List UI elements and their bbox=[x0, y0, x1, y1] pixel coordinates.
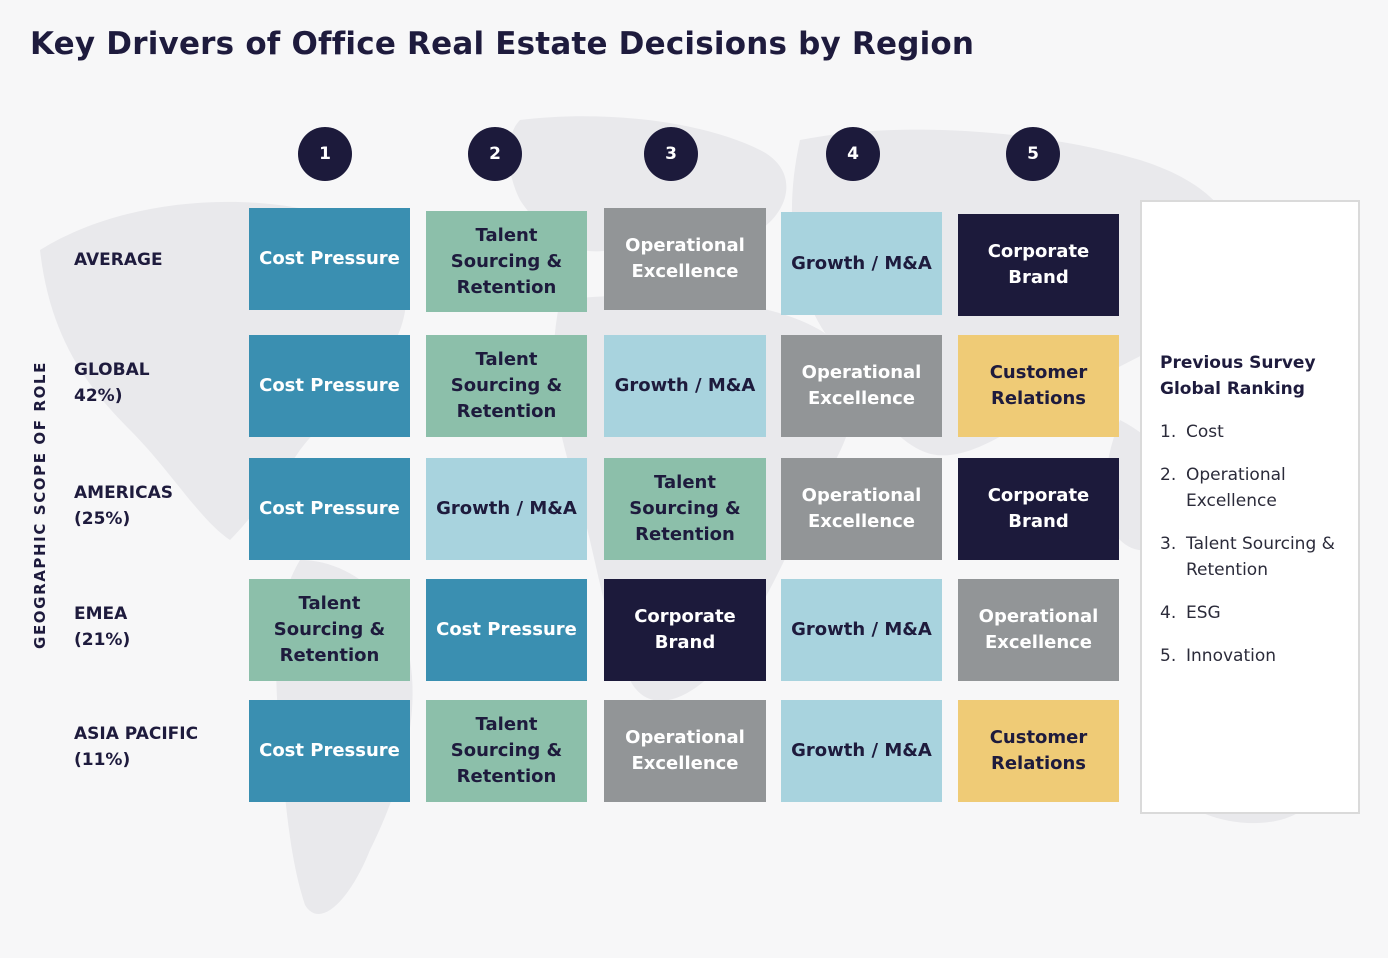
driver-cell: Corporate Brand bbox=[604, 579, 766, 681]
driver-cell: Growth / M&A bbox=[781, 700, 942, 802]
ranking-number: 1. bbox=[1160, 422, 1177, 442]
driver-cell: Cost Pressure bbox=[249, 700, 410, 802]
ranking-number: 2. bbox=[1160, 465, 1177, 485]
row-label-line1: GLOBAL bbox=[74, 360, 150, 380]
previous-ranking-item: 3. Talent Sourcing & Retention bbox=[1160, 531, 1356, 583]
driver-cell: Operational Excellence bbox=[781, 335, 942, 437]
rank-circle-3: 3 bbox=[644, 127, 698, 181]
row-label-emea: EMEA (21%) bbox=[74, 601, 130, 653]
row-label-americas: AMERICAS (25%) bbox=[74, 480, 173, 532]
row-label-line1: AVERAGE bbox=[74, 250, 163, 270]
previous-ranking-item: 4. ESG bbox=[1160, 600, 1356, 626]
row-label-line1: EMEA bbox=[74, 604, 128, 624]
driver-cell: Growth / M&A bbox=[781, 212, 942, 315]
driver-cell: Operational Excellence bbox=[781, 458, 942, 560]
previous-survey-panel: Previous Survey Global Ranking 1. Cost 2… bbox=[1140, 200, 1360, 814]
ranking-number: 5. bbox=[1160, 646, 1177, 666]
rank-circle-5: 5 bbox=[1006, 127, 1060, 181]
row-label-line2: (11%) bbox=[74, 750, 131, 770]
axis-label-geographic-scope: GEOGRAPHIC SCOPE OF ROLE bbox=[31, 361, 49, 649]
row-label-average: AVERAGE bbox=[74, 247, 163, 273]
driver-cell: Operational Excellence bbox=[604, 208, 766, 310]
row-label-line2: (25%) bbox=[74, 509, 131, 529]
driver-cell: Growth / M&A bbox=[781, 579, 942, 681]
ranking-text: Operational Excellence bbox=[1186, 465, 1286, 511]
driver-cell: Talent Sourcing & Retention bbox=[426, 700, 587, 802]
driver-cell: Customer Relations bbox=[958, 700, 1119, 802]
driver-cell: Growth / M&A bbox=[604, 335, 766, 437]
rank-circle-4: 4 bbox=[826, 127, 880, 181]
driver-cell: Talent Sourcing & Retention bbox=[604, 458, 766, 560]
previous-ranking-item: 5. Innovation bbox=[1160, 643, 1356, 669]
driver-cell: Operational Excellence bbox=[604, 700, 766, 802]
row-label-line2: 42%) bbox=[74, 386, 123, 406]
ranking-number: 3. bbox=[1160, 534, 1177, 554]
ranking-text: Cost bbox=[1186, 422, 1224, 442]
previous-survey-title: Previous Survey Global Ranking bbox=[1160, 353, 1316, 399]
ranking-number: 4. bbox=[1160, 603, 1177, 623]
driver-cell: Customer Relations bbox=[958, 335, 1119, 437]
driver-cell: Cost Pressure bbox=[249, 208, 410, 310]
page-title: Key Drivers of Office Real Estate Decisi… bbox=[30, 26, 975, 62]
driver-cell: Cost Pressure bbox=[249, 335, 410, 437]
driver-cell: Cost Pressure bbox=[249, 458, 410, 560]
rank-circle-2: 2 bbox=[468, 127, 522, 181]
rank-circle-1: 1 bbox=[298, 127, 352, 181]
ranking-text: Talent Sourcing & Retention bbox=[1186, 534, 1335, 580]
previous-ranking-item: 1. Cost bbox=[1160, 419, 1356, 445]
driver-cell: Corporate Brand bbox=[958, 458, 1119, 560]
row-label-global: GLOBAL 42%) bbox=[74, 357, 150, 409]
driver-cell: Talent Sourcing & Retention bbox=[249, 579, 410, 681]
ranking-text: ESG bbox=[1186, 603, 1221, 623]
row-label-asia-pacific: ASIA PACIFIC (11%) bbox=[74, 721, 198, 773]
driver-cell: Growth / M&A bbox=[426, 458, 587, 560]
row-label-line1: AMERICAS bbox=[74, 483, 173, 503]
previous-ranking-item: 2. Operational Excellence bbox=[1160, 462, 1356, 514]
driver-cell: Talent Sourcing & Retention bbox=[426, 335, 587, 437]
driver-cell: Corporate Brand bbox=[958, 214, 1119, 316]
driver-cell: Cost Pressure bbox=[426, 579, 587, 681]
driver-cell: Operational Excellence bbox=[958, 579, 1119, 681]
driver-cell: Talent Sourcing & Retention bbox=[426, 211, 587, 312]
row-label-line2: (21%) bbox=[74, 630, 131, 650]
ranking-text: Innovation bbox=[1186, 646, 1277, 666]
row-label-line1: ASIA PACIFIC bbox=[74, 724, 199, 744]
